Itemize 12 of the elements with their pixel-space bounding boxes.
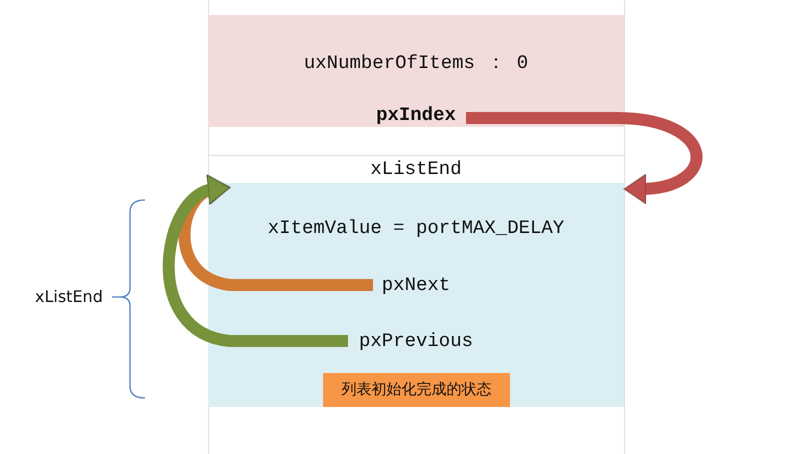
- box-heading: uxNumberOfItems ： 0: [302, 51, 530, 76]
- pointer-field: pxNext: [373, 272, 459, 298]
- curved-arrow: [162, 176, 348, 347]
- struct-field: xItemValue = portMAX_DELAY: [208, 215, 624, 241]
- pointer-field: pxPrevious: [348, 328, 484, 354]
- pointer-field: pxIndex: [366, 103, 466, 127]
- bracket-label: xListEnd: [35, 287, 103, 306]
- curved-arrow: [466, 112, 702, 204]
- status-tag: 列表初始化完成的状态: [323, 373, 510, 407]
- curved-arrow: [178, 176, 373, 291]
- box-heading: xListEnd: [369, 157, 463, 181]
- struct-field-box: [208, 15, 624, 127]
